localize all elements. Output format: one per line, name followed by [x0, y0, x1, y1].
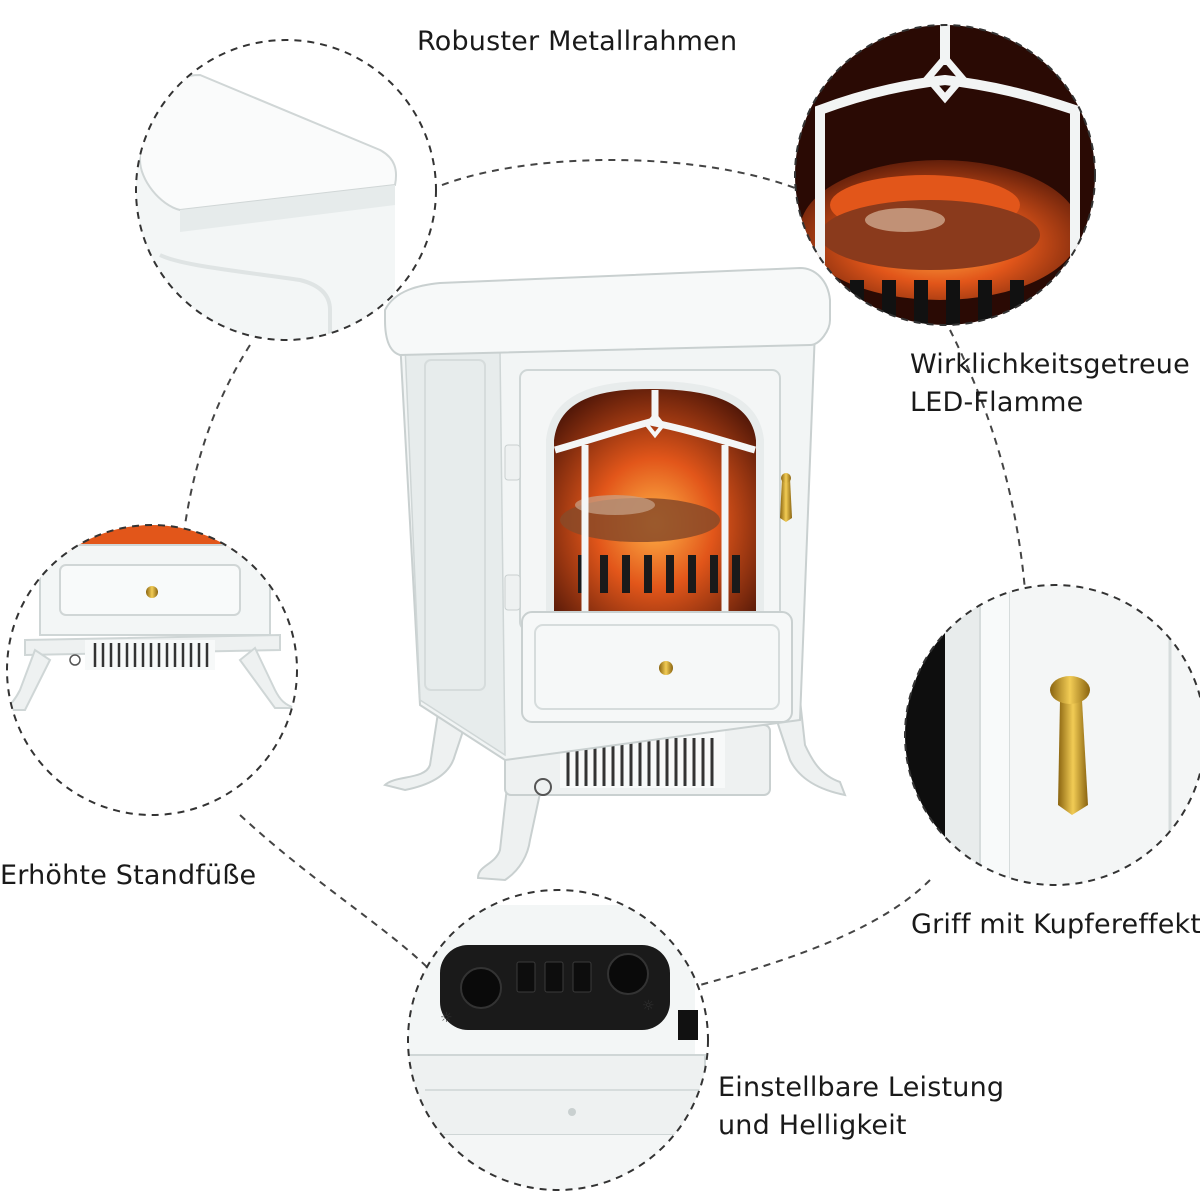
- label-copper-handle: Griff mit Kupfereffekt: [911, 909, 1200, 940]
- top-plate: [384, 266, 831, 357]
- svg-text:☼: ☼: [642, 998, 655, 1014]
- front-drawer: [521, 611, 793, 723]
- label-led-flame-line1: Wirklichkeitsgetreue: [910, 349, 1190, 380]
- label-raised-feet: Erhöhte Standfüße: [0, 860, 257, 891]
- leg-front-right: [768, 699, 847, 797]
- power-knob-icon: [460, 967, 502, 1009]
- detail-led-flame: [794, 24, 1096, 326]
- hinge-top: [504, 444, 521, 481]
- drawer-knob-icon: [659, 661, 673, 675]
- connector-arcs: [184, 159, 1026, 986]
- door-handle-icon: [780, 478, 792, 522]
- brightness-knob-icon: [607, 953, 649, 995]
- switch-1-icon: [516, 961, 536, 993]
- detail-frame-corner: [135, 39, 437, 341]
- hinge-bottom: [504, 574, 521, 611]
- arc-top: [429, 159, 801, 191]
- copper-handle-icon: [1058, 700, 1088, 815]
- arc-bottom-right: [699, 879, 931, 986]
- warning-symbol-icon: [534, 778, 552, 796]
- detail-raised-feet: [6, 524, 298, 816]
- detail-copper-handle: [904, 584, 1200, 886]
- arc-bottom-left: [239, 814, 431, 971]
- side-panel: [404, 344, 506, 757]
- label-metal-frame: Robuster Metallrahmen: [417, 26, 738, 57]
- arc-right: [949, 329, 1026, 591]
- detail-control-panel: ☼ ☼: [407, 889, 709, 1191]
- svg-text:☼: ☼: [440, 1010, 453, 1026]
- switch-3-icon: [572, 961, 592, 993]
- arc-left: [184, 344, 251, 526]
- label-power-line1: Einstellbare Leistung: [718, 1072, 1005, 1103]
- label-power-line2: und Helligkeit: [718, 1110, 907, 1141]
- label-led-flame-line2: LED-Flamme: [910, 387, 1084, 418]
- main-fireplace: [383, 266, 847, 882]
- switch-2-icon: [544, 961, 564, 993]
